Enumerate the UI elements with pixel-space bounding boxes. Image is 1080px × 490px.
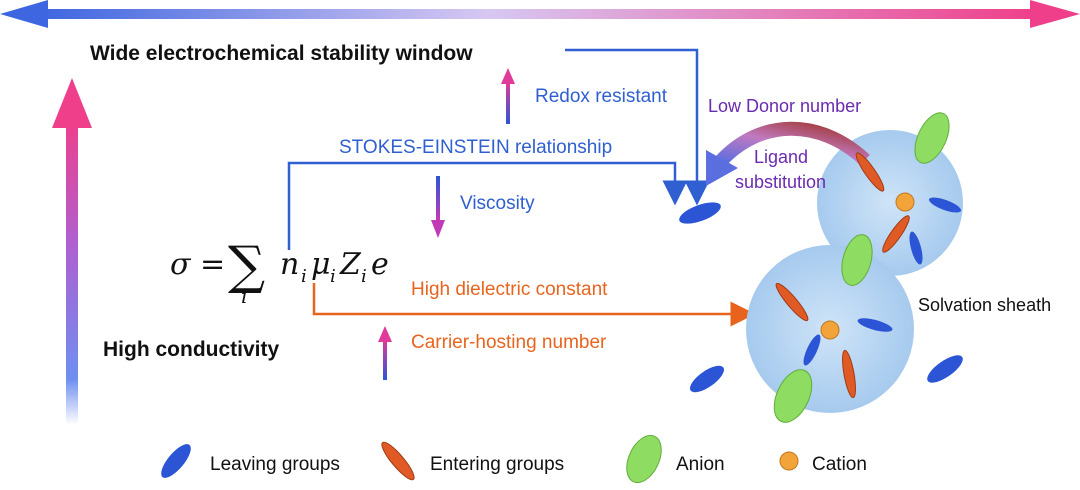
formula-term-1: μ [311, 247, 331, 282]
legend-label-cation: Cation [812, 454, 867, 475]
legend-label-anion: Anion [676, 454, 725, 475]
legend-label-entering: Entering groups [430, 454, 564, 475]
leaving-group-shape [803, 334, 821, 366]
formula-term-sub-1: i [330, 266, 336, 287]
viscosity-down-arrow [431, 176, 445, 238]
lower-sheath-molecules [679, 202, 963, 423]
anion-shape [914, 112, 950, 164]
window-gradient-arrow [0, 0, 1080, 28]
ligand-label-line1: Ligand [754, 147, 808, 167]
leaving-group-shape [857, 318, 893, 332]
ligand-substitution-arrow [706, 121, 870, 186]
anion-shape [773, 369, 813, 423]
leaving-group-shape [689, 365, 725, 393]
upper-sheath-molecules [855, 112, 962, 265]
redox-up-arrow [501, 68, 515, 124]
carrier-label: Carrier-hosting number [411, 332, 607, 353]
leaving-group-shape [909, 231, 923, 265]
solvation-label: Solvation sheath [918, 295, 1051, 315]
formula-term-0: n [280, 247, 299, 282]
low-donor-label: Low Donor number [708, 96, 861, 116]
window-connector-line [565, 48, 710, 206]
dielectric-label: High dielectric constant [411, 279, 608, 300]
leaving-group-icon [161, 444, 191, 478]
legend-label-leaving: Leaving groups [210, 454, 340, 475]
formula-sum-index: i [241, 284, 247, 308]
cation-shape [895, 192, 915, 212]
window-title: Wide electrochemical stability window [90, 42, 473, 65]
formula-term-sub-0: i [301, 266, 307, 287]
ligand-label-line2: substitution [735, 172, 826, 192]
redox-label: Redox resistant [535, 86, 668, 107]
cation-shape [820, 320, 840, 340]
leaving-group-shape [928, 197, 962, 213]
formula-term-2: Z [339, 247, 362, 282]
formula-term-3: e [371, 247, 389, 282]
dielectric-connector-line [312, 283, 756, 327]
cation-icon [779, 451, 799, 471]
viscosity-label: Viscosity [460, 193, 535, 214]
entering-group-shape [855, 152, 885, 192]
formula-sum: ∑ [228, 236, 265, 296]
formula-lhs: σ = [170, 247, 225, 282]
entering-group-shape [842, 349, 856, 399]
conductivity-gradient-arrow [52, 78, 92, 425]
carrier-up-arrow [378, 326, 392, 380]
legend: Leaving groups Entering groups Anion Cat… [161, 434, 867, 484]
formula-term-sub-2: i [361, 266, 367, 287]
stokes-label: STOKES-EINSTEIN relationship [339, 137, 612, 158]
anion-icon [626, 434, 662, 484]
stokes-connector-line [287, 161, 688, 250]
anion-shape [841, 234, 873, 286]
entering-group-shape [775, 282, 809, 322]
entering-group-shape [882, 215, 910, 253]
leaving-group-shape [679, 202, 721, 224]
conductivity-title: High conductivity [103, 338, 279, 361]
entering-group-icon [381, 441, 415, 481]
leaving-group-shape [927, 355, 963, 383]
